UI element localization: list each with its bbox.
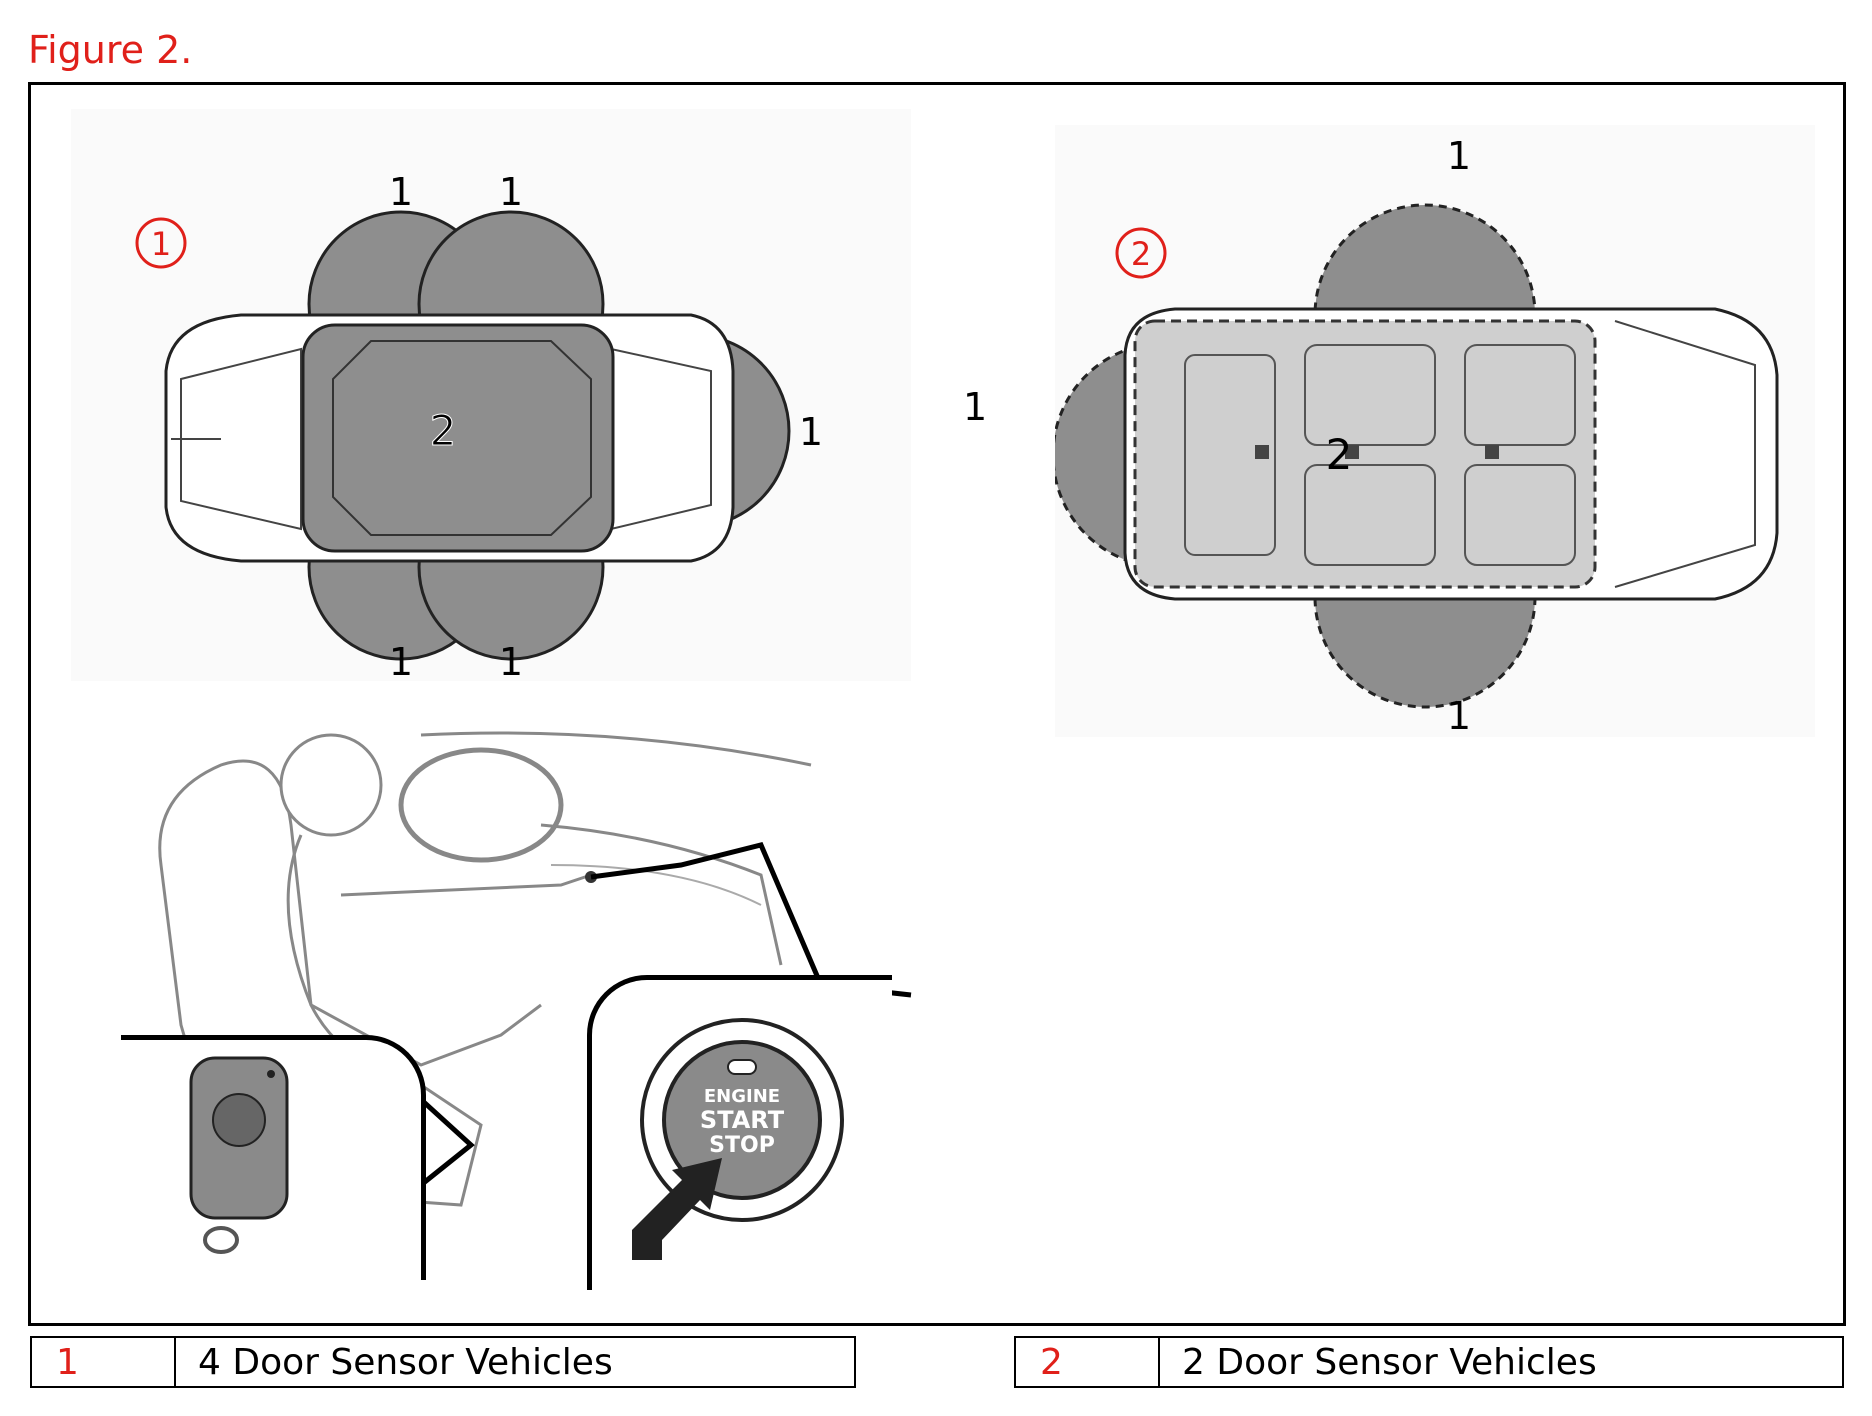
figure-frame: 1 1 1 1 1 2 1 — [28, 82, 1846, 1326]
zone-label-tailgate-left: 1 — [963, 385, 988, 429]
diagram-badge-1 — [135, 217, 187, 269]
legend-number: 1 — [32, 1338, 176, 1386]
sedan-diagram: 1 1 1 1 1 2 1 — [135, 170, 823, 684]
driver-head — [279, 733, 383, 837]
zone-label: 1 — [799, 410, 823, 454]
figure-title: Figure 2. — [28, 28, 193, 72]
start-button-text: ENGINE — [704, 1086, 780, 1107]
start-button-text: START — [700, 1106, 785, 1134]
zone-label-cabin: 2 — [1326, 430, 1353, 479]
diagram-badge-number: 1 — [151, 225, 171, 263]
sedan-diagram-panel: 1 1 1 1 1 2 1 — [71, 109, 911, 684]
start-button-ring — [640, 1018, 844, 1222]
suv-diagram-panel: 1 1 1 2 2 — [987, 125, 1815, 738]
diagram-badge-2 — [1115, 227, 1167, 279]
press-arrow-icon — [632, 1158, 722, 1260]
zone-label: 1 — [1447, 694, 1471, 737]
steering-wheel — [398, 747, 564, 863]
legend-row-2: 2 2 Door Sensor Vehicles — [1014, 1336, 1844, 1388]
start-button-inset: ENGINE START STOP — [587, 975, 892, 1290]
zone-label: 1 — [389, 640, 413, 681]
zone-cabin — [1133, 319, 1597, 589]
zone-label: 1 — [499, 640, 523, 681]
diagram-badge-number: 2 — [1131, 235, 1151, 273]
zone-cabin — [301, 323, 615, 553]
key-fob-inset — [121, 1035, 426, 1280]
legend-text: 2 Door Sensor Vehicles — [1182, 1341, 1597, 1383]
zone-label: 1 — [389, 170, 413, 214]
legend-number: 2 — [1016, 1338, 1160, 1386]
suv-diagram: 1 1 1 2 2 — [987, 134, 1779, 738]
key-ring — [203, 1226, 239, 1254]
engine-start-stop-button — [662, 1040, 822, 1200]
zone-label-cabin: 2 — [430, 406, 457, 455]
legend-text: 4 Door Sensor Vehicles — [198, 1341, 613, 1383]
start-button-text: STOP — [709, 1133, 775, 1158]
zone-label: 1 — [499, 170, 523, 214]
legend-row-1: 1 4 Door Sensor Vehicles — [30, 1336, 856, 1388]
key-fob-buttons — [212, 1093, 266, 1147]
zone-label: 1 — [1447, 134, 1471, 178]
